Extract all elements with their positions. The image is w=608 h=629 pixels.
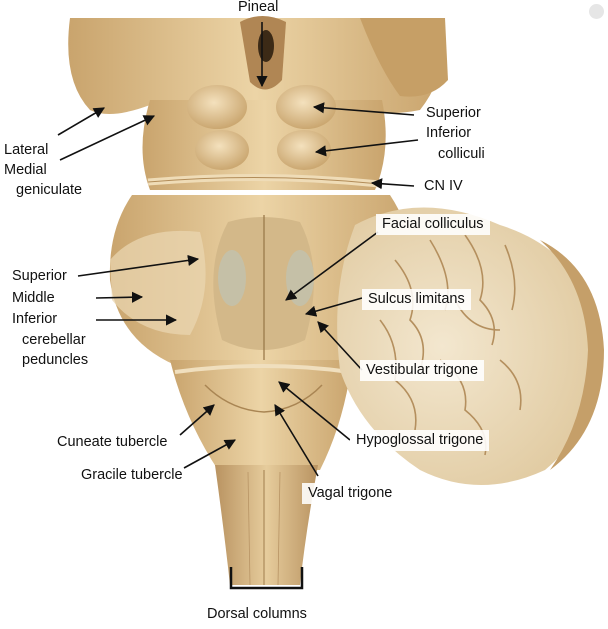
spinal-cord-shape — [215, 465, 318, 585]
thalamus-right-shape — [360, 18, 448, 97]
label-facial-colliculus: Facial colliculus — [376, 214, 490, 235]
pineal-recess — [258, 30, 274, 62]
label-cerebellar: cerebellar — [22, 332, 86, 348]
close-icon[interactable] — [589, 4, 604, 19]
superior-colliculus-left — [187, 85, 247, 129]
label-vagal-trigone: Vagal trigone — [302, 483, 399, 504]
label-sulcus-limitans: Sulcus limitans — [362, 289, 471, 310]
label-superior-peduncle: Superior — [12, 268, 67, 284]
label-middle-peduncle: Middle — [12, 290, 55, 306]
cerebellum-section — [337, 207, 601, 485]
medulla-shape — [170, 360, 352, 470]
superior-colliculus-right — [276, 85, 336, 129]
label-superior-colliculus: Superior — [426, 105, 481, 121]
dorsal-columns-bracket — [229, 567, 304, 590]
label-dorsal-columns: Dorsal columns — [207, 606, 307, 622]
pointer-arrows — [57, 22, 419, 477]
label-medial: Medial — [4, 162, 47, 178]
label-lateral: Lateral — [4, 142, 49, 158]
inferior-colliculus-right — [277, 130, 331, 170]
cerebellar-peduncles — [110, 230, 206, 335]
label-colliculi: colliculi — [438, 146, 485, 162]
label-cn-iv: CN IV — [424, 178, 463, 194]
label-pineal: Pineal — [238, 0, 279, 15]
label-peduncles: peduncles — [22, 352, 89, 368]
label-vestibular-trigone: Vestibular trigone — [360, 360, 485, 381]
label-geniculate: geniculate — [16, 182, 83, 198]
label-inferior-colliculus: Inferior — [426, 125, 472, 141]
label-inferior-peduncle: Inferior — [12, 311, 58, 327]
label-hypoglossal-trigone: Hypoglossal trigone — [350, 430, 490, 451]
label-cuneate-tubercle: Cuneate tubercle — [57, 434, 168, 450]
label-gracile-tubercle: Gracile tubercle — [81, 467, 183, 483]
inferior-colliculus-left — [195, 130, 249, 170]
cerebellum-folia-edge — [540, 240, 604, 470]
